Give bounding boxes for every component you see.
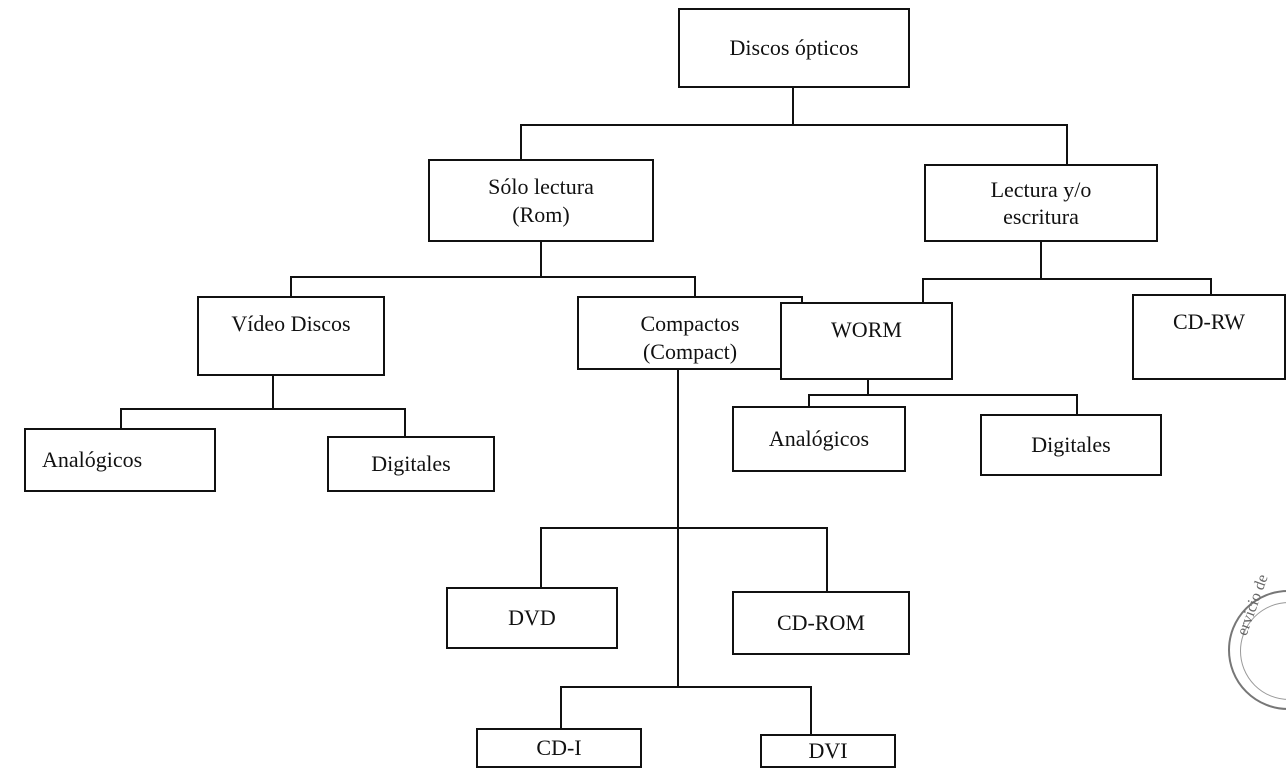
connector-line	[808, 394, 810, 408]
connector-line	[540, 527, 542, 589]
connector-line	[290, 276, 292, 298]
connector-line	[520, 124, 522, 161]
node-worm-digitales: Digitales	[980, 414, 1162, 476]
connector-line	[922, 278, 924, 304]
connector-line	[120, 408, 122, 430]
connector-line	[1076, 394, 1078, 416]
connector-line	[560, 686, 562, 730]
connector-line	[694, 276, 696, 298]
connector-line	[1066, 124, 1068, 166]
node-video-discos: Vídeo Discos	[197, 296, 385, 376]
connector-line	[1040, 240, 1042, 280]
connector-line	[826, 527, 828, 593]
connector-line	[520, 124, 1068, 126]
connector-line	[810, 686, 812, 736]
node-video-digitales: Digitales	[327, 436, 495, 492]
node-discos-opticos: Discos ópticos	[678, 8, 910, 88]
node-cd-i: CD-I	[476, 728, 642, 768]
node-cd-rw: CD-RW	[1132, 294, 1286, 380]
node-dvd: DVD	[446, 587, 618, 649]
connector-line	[867, 378, 869, 396]
connector-line	[792, 86, 794, 126]
connector-line	[808, 394, 1078, 396]
node-worm-analogicos: Analógicos	[732, 406, 906, 472]
node-compactos: Compactos (Compact)	[577, 296, 803, 370]
connector-line	[1210, 278, 1212, 296]
connector-line	[540, 527, 828, 529]
node-video-analogicos: Analógicos	[24, 428, 216, 492]
node-worm: WORM	[780, 302, 953, 380]
node-cd-rom: CD-ROM	[732, 591, 910, 655]
connector-line	[404, 408, 406, 438]
connector-line	[922, 278, 1212, 280]
official-stamp: ervicio de	[1228, 572, 1286, 710]
connector-line	[560, 686, 812, 688]
node-lectura-escritura: Lectura y/o escritura	[924, 164, 1158, 242]
connector-line	[290, 276, 696, 278]
node-solo-lectura: Sólo lectura (Rom)	[428, 159, 654, 242]
connector-line	[120, 408, 406, 410]
connector-line	[272, 374, 274, 410]
connector-line	[540, 240, 542, 278]
